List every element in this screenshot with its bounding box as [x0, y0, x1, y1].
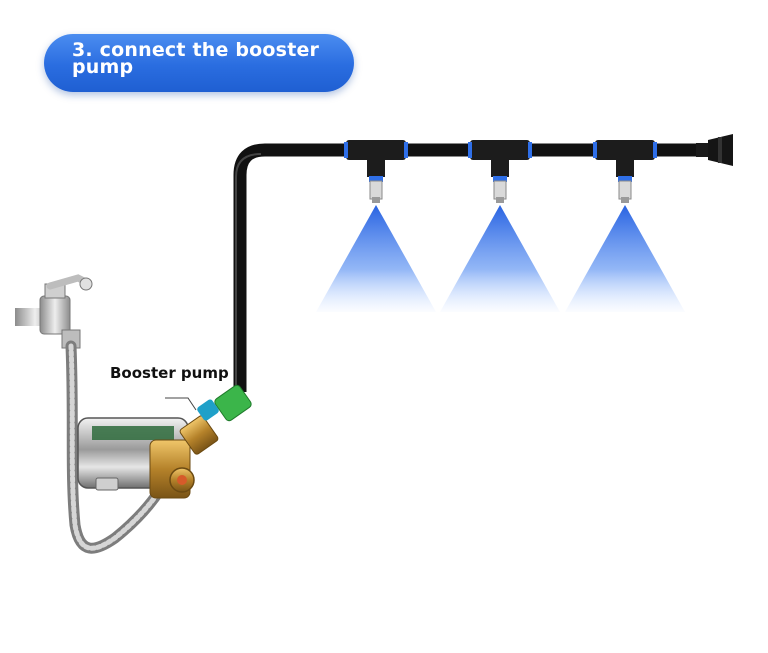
callout-line — [165, 397, 197, 411]
booster-pump-label: Booster pump — [110, 364, 229, 382]
end-cap-icon — [696, 134, 733, 166]
quick-connector-icon — [197, 384, 252, 422]
braided-hose-icon — [65, 340, 166, 554]
black-pipe-icon — [233, 143, 720, 392]
step-title: 3. connect the booster pump — [72, 39, 320, 78]
mist-spray-icon — [316, 205, 685, 312]
booster-pump-icon — [77, 415, 219, 499]
tee-nozzle-icon — [344, 140, 657, 203]
step-banner: 3. connect the booster pump — [44, 34, 354, 92]
water-tap-icon — [15, 274, 93, 349]
